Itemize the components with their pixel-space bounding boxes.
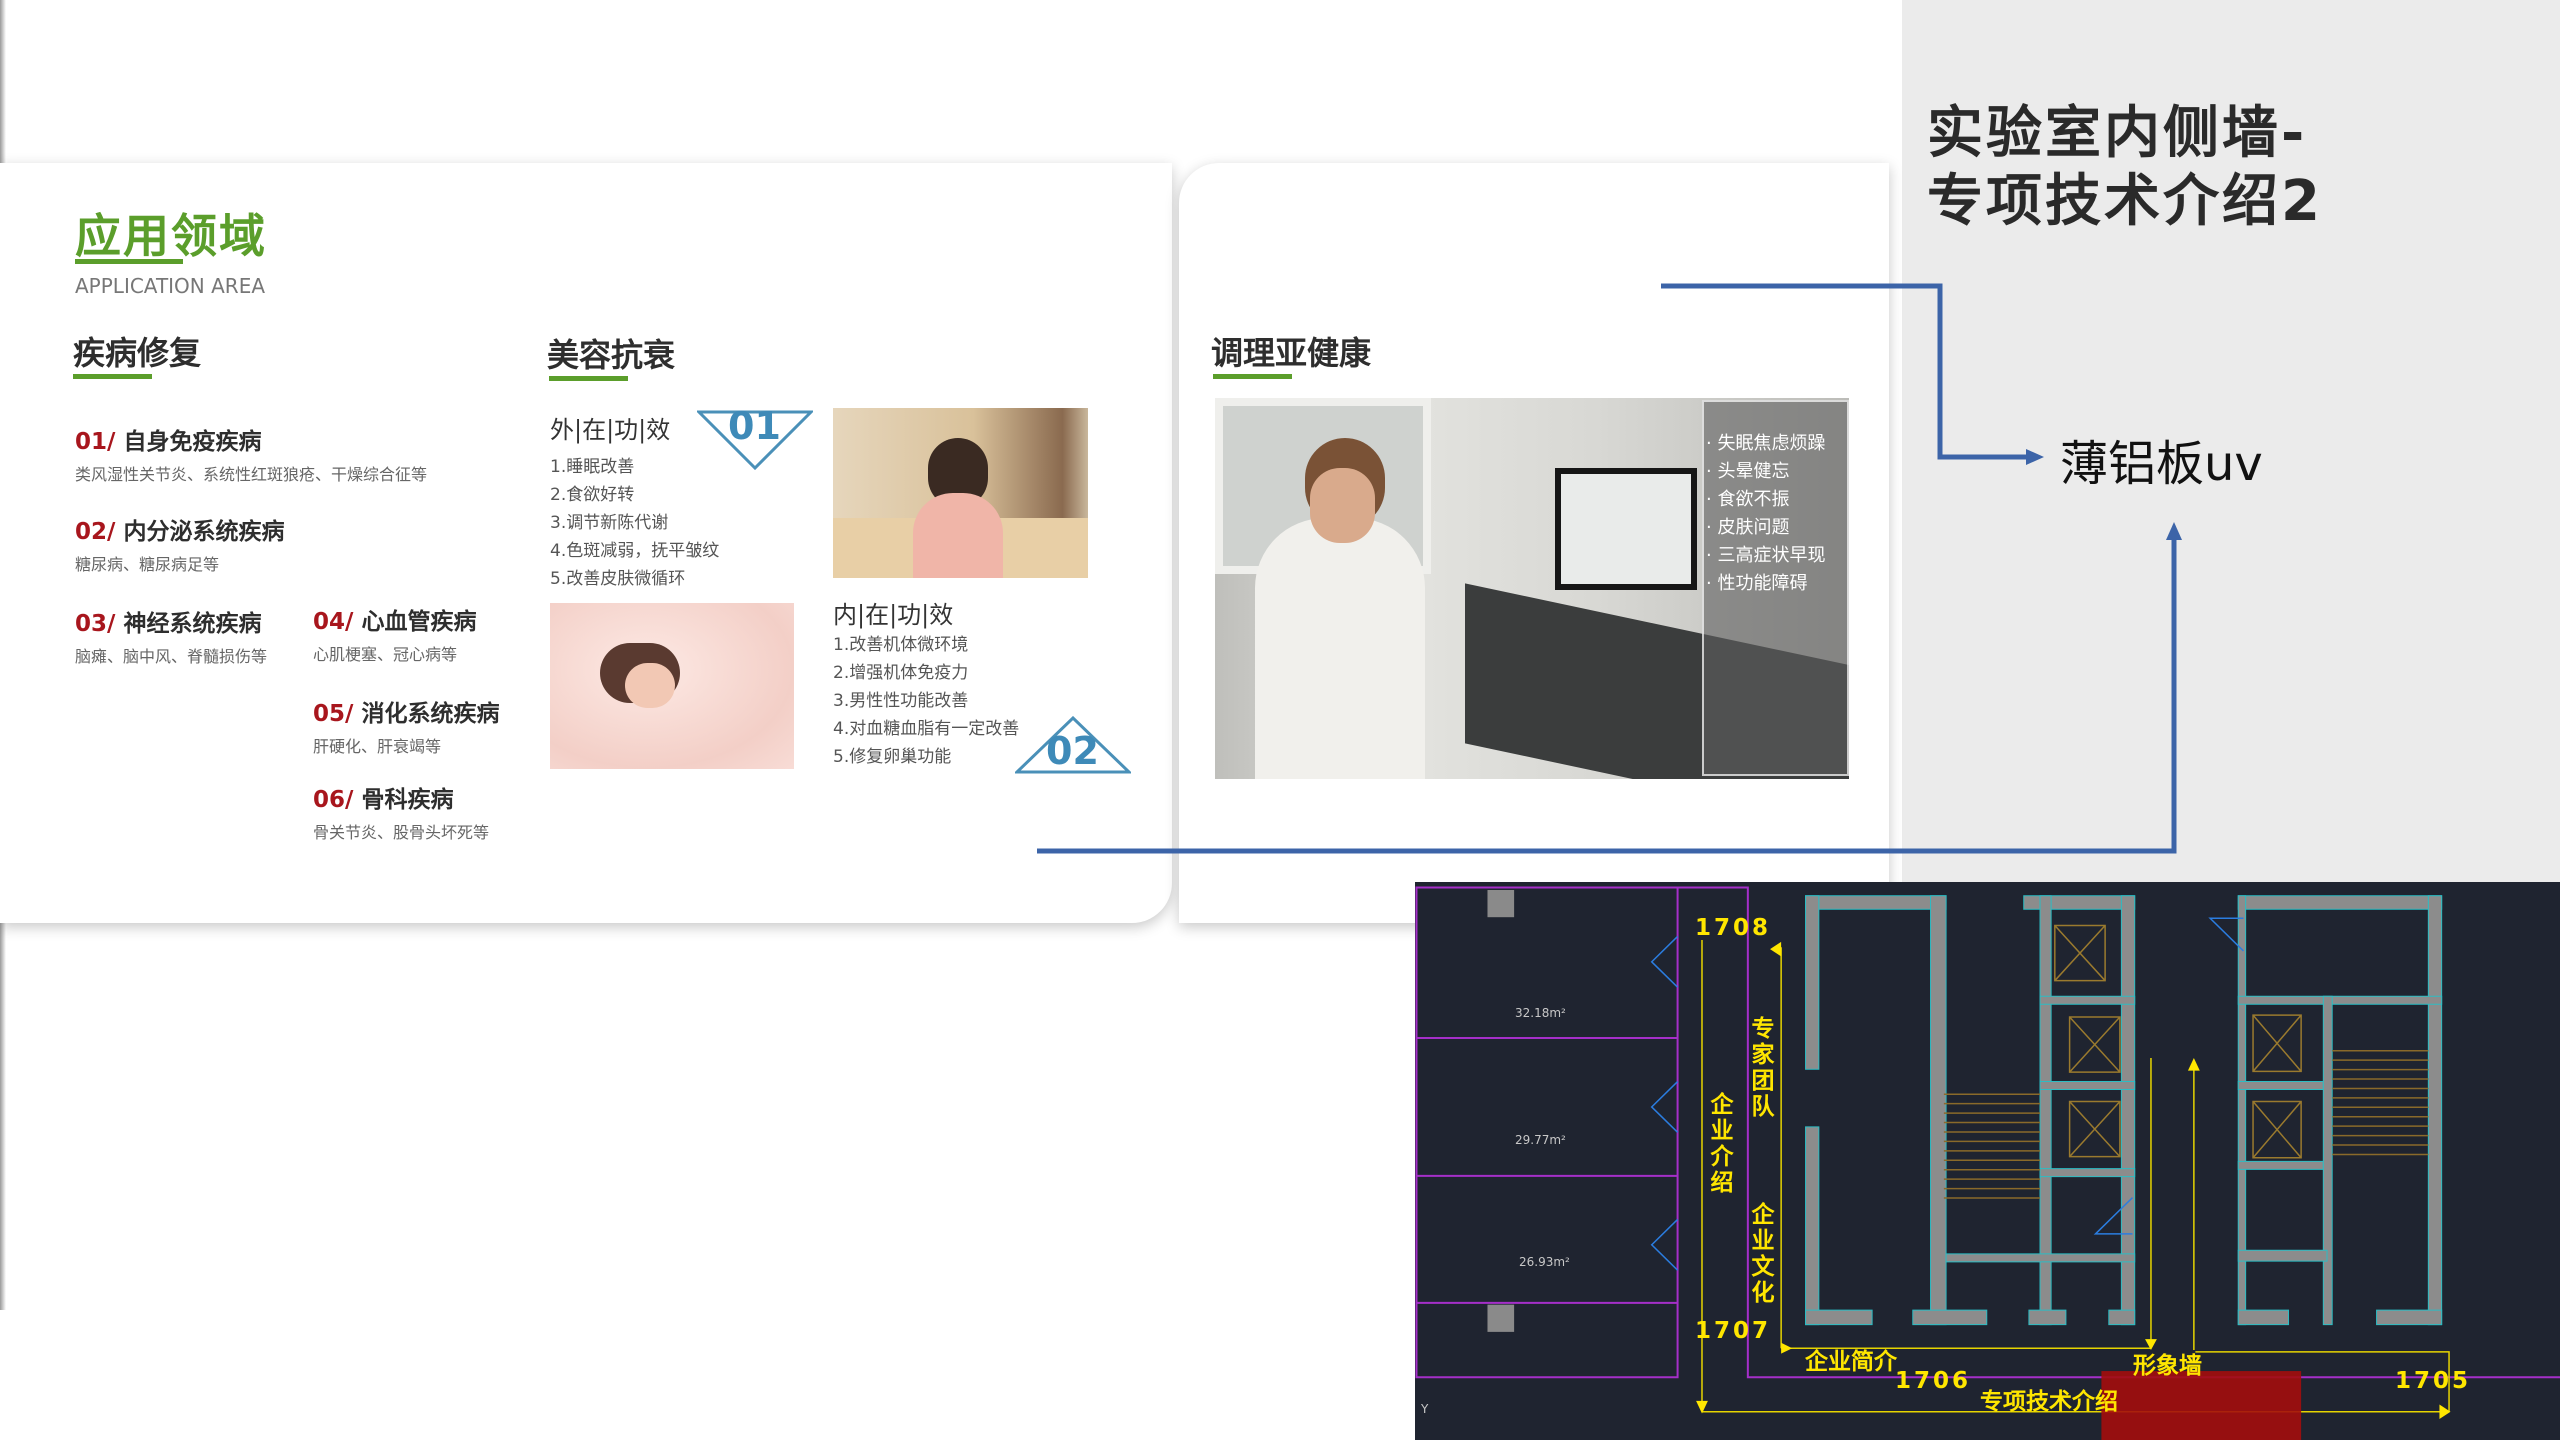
- symptom-item: · 三高症状早现: [1706, 545, 1826, 566]
- badge-01: 01: [728, 404, 781, 448]
- axis-label: Y: [1421, 1402, 1429, 1416]
- room-area: 26.93m²: [1519, 1255, 1570, 1269]
- list-item: 4.色斑减弱，抚平皱纹: [550, 541, 720, 561]
- section-title: 应用领域: [75, 209, 267, 263]
- title-underline: [75, 259, 183, 264]
- list-item: 1.睡眠改善: [550, 457, 635, 477]
- room-area: 32.18m²: [1515, 1006, 1566, 1020]
- symptom-item: · 性功能障碍: [1706, 573, 1808, 594]
- highlight-region: [2101, 1371, 2302, 1440]
- slide-title: 实验室内侧墙- 专项技术介绍2: [1927, 100, 2323, 236]
- room-area: 29.77m²: [1515, 1133, 1566, 1147]
- symptoms-overlay: · 失眠焦虑烦躁 · 头晕健忘 · 食欲不振 · 皮肤问题 · 三高症状早现 ·…: [1702, 400, 1849, 776]
- beauty-underline: [549, 376, 628, 381]
- disease-underline: [73, 374, 152, 379]
- room-1706: 1706: [1895, 1368, 1972, 1394]
- list-item: 5.改善皮肤微循环: [550, 569, 686, 589]
- title-line-1: 实验室内侧墙-: [1927, 101, 2308, 166]
- sleeping-woman-photo: [550, 603, 794, 769]
- disease-item: 03/ 神经系统疾病 脑瘫、脑中风、脊髓损伤等: [75, 604, 267, 667]
- title-line-2: 专项技术介绍2: [1927, 169, 2323, 234]
- item-number: 03/: [75, 611, 116, 637]
- symptom-item: · 头晕健忘: [1706, 461, 1790, 482]
- item-name: 骨科疾病: [361, 787, 454, 813]
- outer-effects-title: 外|在|功|效: [550, 416, 671, 444]
- stairs: [1944, 1051, 2428, 1198]
- item-desc: 脑瘫、脑中风、脊髓损伤等: [75, 647, 268, 666]
- item-name: 自身免疫疾病: [123, 429, 262, 455]
- disease-item: 05/ 消化系统疾病 肝硬化、肝衰竭等: [313, 694, 499, 757]
- beauty-heading: 美容抗衰: [547, 336, 676, 374]
- floorplan-drawing: [1415, 882, 2560, 1440]
- sub-health-underline: [1213, 374, 1292, 379]
- dimension-lines: [1702, 940, 2449, 1412]
- label-tech-intro: 专项技术介绍: [1980, 1389, 2118, 1415]
- outer-effects-list: 1.睡眠改善 2.食欲好转 3.调节新陈代谢 4.色斑减弱，抚平皱纹 5.改善皮…: [550, 453, 719, 593]
- walls: [1806, 896, 2442, 1325]
- material-label: 薄铝板uv: [2060, 436, 2263, 492]
- disease-heading: 疾病修复: [73, 334, 202, 372]
- item-desc: 骨关节炎、股骨头坏死等: [313, 823, 490, 842]
- room-1708: 1708: [1695, 915, 1772, 941]
- dimension-arrows: [1696, 941, 2451, 1419]
- item-name: 消化系统疾病: [361, 701, 500, 727]
- item-desc: 类风湿性关节炎、系统性红斑狼疮、干燥综合征等: [75, 465, 428, 484]
- room-1707: 1707: [1695, 1318, 1772, 1344]
- item-number: 05/: [313, 701, 354, 727]
- disease-item: 06/ 骨科疾病 骨关节炎、股骨头坏死等: [313, 780, 489, 843]
- disease-item: 02/ 内分泌系统疾病 糖尿病、糖尿病足等: [75, 512, 284, 575]
- badge-01-triangle-icon: [697, 410, 813, 470]
- list-item: 5.修复卵巢功能: [833, 747, 952, 767]
- item-name: 心血管疾病: [361, 609, 477, 635]
- cad-floorplan: 1708 1707 1706 1705 专家团队 企业介绍 企业文化 企业简介 …: [1415, 882, 2560, 1440]
- room-1705: 1705: [2395, 1368, 2472, 1394]
- disease-item: 01/ 自身免疫疾病 类风湿性关节炎、系统性红斑狼疮、干燥综合征等: [75, 422, 427, 485]
- inner-effects-list: 1.改善机体微环境 2.增强机体免疫力 3.男性性功能改善 4.对血糖血脂有一定…: [833, 631, 1019, 771]
- list-item: 3.男性性功能改善: [833, 691, 969, 711]
- woman-with-tissue-photo: [833, 408, 1088, 578]
- section-subtitle: APPLICATION AREA: [75, 274, 266, 298]
- elevators: [2055, 926, 2301, 1158]
- item-number: 04/: [313, 609, 354, 635]
- item-number: 02/: [75, 519, 116, 545]
- item-name: 神经系统疾病: [123, 611, 262, 637]
- symptom-item: · 食欲不振: [1706, 489, 1790, 510]
- disease-item: 04/ 心血管疾病 心肌梗塞、冠心病等: [313, 602, 476, 665]
- badge-02: 02: [1046, 729, 1099, 773]
- item-number: 01/: [75, 429, 116, 455]
- list-item: 1.改善机体微环境: [833, 635, 969, 655]
- doors: [1652, 918, 2244, 1270]
- list-item: 2.增强机体免疫力: [833, 663, 969, 683]
- symptom-item: · 失眠焦虑烦躁: [1706, 433, 1826, 454]
- label-company-brief: 企业简介: [1805, 1349, 1897, 1375]
- inner-effects-title: 内|在|功|效: [833, 601, 954, 629]
- list-item: 3.调节新陈代谢: [550, 513, 669, 533]
- item-desc: 心肌梗塞、冠心病等: [313, 645, 458, 664]
- list-item: 4.对血糖血脂有一定改善: [833, 719, 1020, 739]
- sub-health-heading: 调理亚健康: [1211, 334, 1372, 372]
- item-desc: 糖尿病、糖尿病足等: [75, 555, 220, 574]
- label-expert-team: 专家团队: [1751, 1016, 1775, 1120]
- item-number: 06/: [313, 787, 354, 813]
- label-image-wall: 形象墙: [2133, 1353, 2202, 1379]
- item-desc: 肝硬化、肝衰竭等: [313, 737, 442, 756]
- item-name: 内分泌系统疾病: [123, 519, 285, 545]
- list-item: 2.食欲好转: [550, 485, 635, 505]
- symptom-item: · 皮肤问题: [1706, 517, 1790, 538]
- label-company-culture: 企业文化: [1751, 1202, 1775, 1306]
- label-company-intro: 企业介绍: [1710, 1092, 1734, 1196]
